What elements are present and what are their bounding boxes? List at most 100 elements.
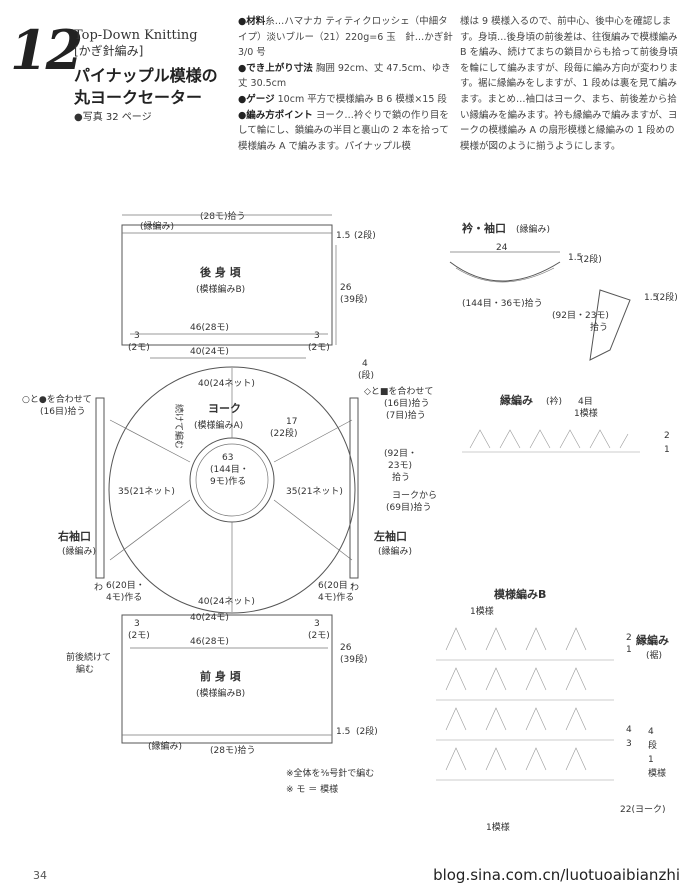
cuff-detail-shape [589, 289, 631, 361]
gusset-right: 6(20目・ [318, 580, 357, 591]
chart-b-rep-bottom: 1模様 [486, 821, 510, 833]
back-mat-left-mo: (2モ) [128, 343, 150, 353]
chart-a-title: 縁編み [500, 393, 533, 407]
yoke-depth: 17 [286, 417, 297, 427]
neck-title: 衿・袖口 [462, 221, 506, 235]
front-mat-right: 3 [314, 619, 320, 629]
back-top-count: (28モ)拾う [200, 210, 245, 222]
yoke-title: ヨーク [208, 402, 241, 415]
neck-band-shape [449, 261, 561, 282]
front-cont-2: 編む [76, 663, 94, 675]
left-cuff-edging: (縁編み) [378, 545, 412, 557]
category: [かぎ針編み] [74, 44, 144, 58]
chart-a-row-1: 1 [664, 445, 670, 455]
cuff-height: 1.5 [644, 293, 658, 303]
gauge-text: 10cm 平方で模様編み B 6 模様×15 段 [277, 93, 447, 105]
back-top-rows: (2段) [354, 229, 376, 241]
size-text: 胸囲 92cm、丈 47.5cm、ゆき丈 30.5cm [238, 62, 451, 90]
title-line-2: 丸ヨークセーター [74, 88, 203, 107]
side-depth: 4 [362, 359, 368, 369]
back-top-height: 1.5 [336, 231, 350, 241]
materials-label: ●材料 [238, 16, 266, 27]
right-cuff-title: 右袖口 [57, 529, 91, 543]
bottom-rows: (2段) [356, 725, 378, 737]
neck-patterns: 9モ)作る [210, 475, 246, 487]
align-left-count: (16目)拾う [40, 405, 85, 417]
neck-height: 1.5 [568, 253, 582, 263]
front-body-rows: (39段) [340, 653, 367, 665]
front-mat-left: 3 [134, 619, 140, 629]
back-body-length: 26 [340, 283, 352, 293]
bottom-count: (28モ)拾う [210, 744, 255, 756]
from-yoke: ヨークから [392, 490, 437, 501]
chart-b-side-1: 1 [648, 755, 654, 765]
page-number: 34 [33, 869, 47, 882]
bottom-edging: (縁編み) [148, 740, 182, 752]
chart-b-side-mo: 模様 [648, 767, 666, 779]
yoke-outer-circle [108, 366, 356, 614]
left-cuff-strip [349, 397, 359, 579]
chart-b-rep: 1模様 [470, 605, 494, 617]
back-width-40: 40(24モ) [190, 347, 229, 357]
pick-69: (69目)拾う [386, 501, 431, 513]
title-line-1: パイナップル模様の [74, 66, 218, 85]
points-text: ヨーク…衿ぐりで鎖の作り目をして輪にし、鎖編みの半目と裏山の 2 本を拾って模様… [238, 109, 449, 152]
subtitle: Top-Down Knitting [74, 28, 198, 43]
side-depth-rows: (段) [358, 369, 374, 381]
back-body-rows: (39段) [340, 293, 367, 305]
gusset-left-2: 4モ)作る [106, 591, 142, 603]
gusset-right-2: 4モ)作る [318, 591, 354, 603]
chart-b-title: 模様編みB [494, 587, 546, 601]
front-cont: 前後続けて [66, 651, 111, 663]
points-label: ●編み方ポイント [238, 109, 313, 121]
bottom-height: 1.5 [336, 727, 350, 737]
neck-rows: (2段) [580, 253, 602, 265]
cuff-rows: (2段) [656, 291, 678, 303]
right-cuff-edging: (縁編み) [62, 545, 96, 557]
materials-text: 糸…ハマナカ ティティクロッシェ（中細タイプ）淡いブルー（21）220g=6 玉… [238, 16, 453, 59]
photo-ref: ●写真 32 ページ [74, 112, 152, 123]
info-column-2: 様は 9 模様入るので、前中心、後中心を確認します。身頃…後身頃の前後差は、往復… [460, 16, 679, 152]
front-body-length: 26 [340, 643, 352, 653]
sleeve-width-right: 35(21ネット) [286, 486, 343, 497]
schematic-diagram: (縁編み) (28モ)拾う 1.5 (2段) 26 (39段) 後 身 頃 (模… [22, 210, 678, 833]
left-cuff-title: 左袖口 [373, 529, 407, 543]
cuff-pick: 拾う [590, 321, 608, 333]
pick-7: (7目)拾う [386, 409, 426, 421]
yoke-depth-rows: (22段) [270, 427, 297, 439]
chart-b-side-4: 4 [648, 727, 654, 737]
back-mat-right-mo: (2モ) [308, 343, 330, 353]
front-width-46: 46(28モ) [190, 637, 229, 647]
sleeve-width-left: 35(21ネット) [118, 486, 175, 497]
gusset-left: 6(20目・ [106, 580, 145, 591]
ring-label-right: わ [350, 582, 359, 593]
ring-label-left: わ [94, 582, 103, 593]
yoke-bottom-count: 40(24ネット) [198, 596, 255, 607]
front-body-shape [121, 614, 333, 744]
watermark: blog.sina.com.cn/luotuoaibianzhi [433, 866, 680, 884]
chart-a-row-2: 2 [664, 431, 670, 441]
front-body-title: 前 身 頃 [200, 669, 242, 683]
chart-a-stitch-grid [462, 429, 640, 453]
cuff-count: (92目・23モ) [552, 310, 609, 321]
back-width-46: 46(28モ) [190, 323, 229, 333]
yoke-top-count: 40(24ネット) [198, 378, 255, 389]
chart-b-row-3: 3 [626, 739, 632, 749]
note-needle: ※全体を⅜号針で編む [286, 767, 374, 779]
gauge-label: ●ゲージ [238, 93, 275, 105]
chart-b-row-2: 2 [626, 633, 632, 643]
neck-circumference: 63 [222, 453, 233, 463]
chart-b-row-1: 1 [626, 645, 632, 655]
pick-92: (92目・ [384, 448, 417, 459]
chart-a-rep-2: 1模様 [574, 407, 598, 419]
chart-b-yoke-row: 22(ヨーク) [620, 804, 665, 815]
chart-b-stitch-grid [436, 627, 614, 781]
chart-b-side-rows: 段 [648, 739, 657, 751]
neck-edging: (縁編み) [516, 223, 550, 235]
pick-pu: 拾う [392, 471, 410, 483]
right-cuff-strip [95, 397, 105, 579]
neck-count: (144目・36モ)拾う [462, 297, 543, 309]
chart-b-edge-label: 縁編み [636, 633, 669, 647]
pattern-number: 12 [10, 18, 83, 82]
neck-stitches: (144目・ [210, 464, 249, 475]
